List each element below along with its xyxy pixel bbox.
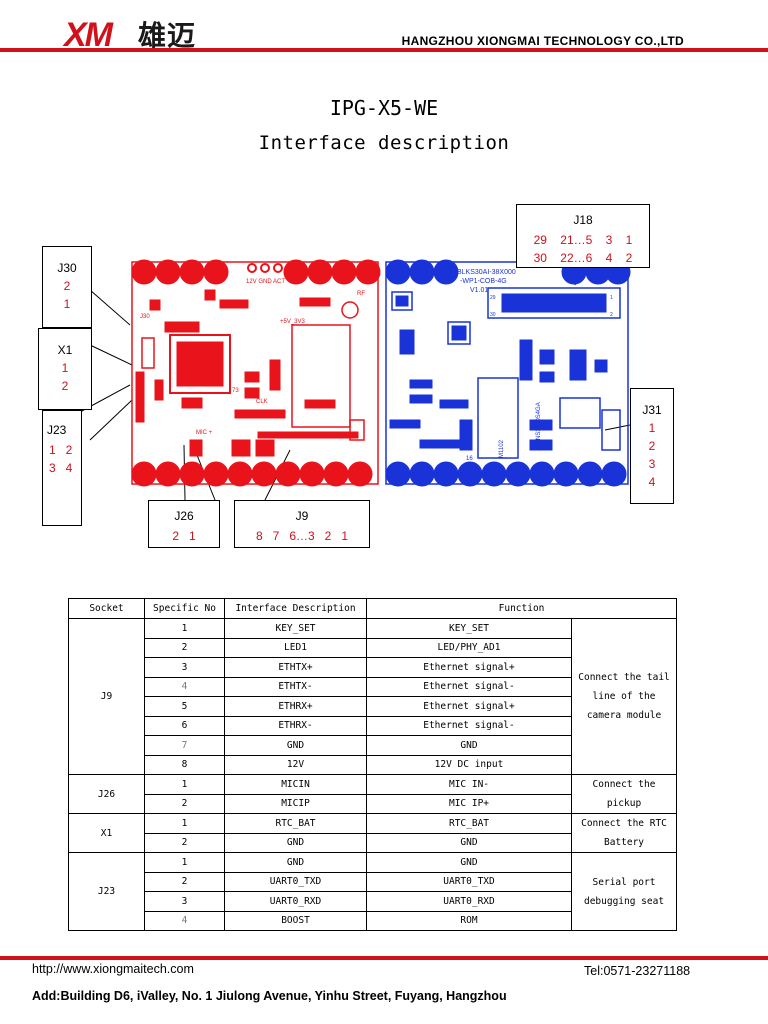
callout-j23: J23 1 2 3 4: [42, 410, 82, 526]
board-diagram: 12V GND ACT RF J30 +5V_3V3 MIC + 73 CLK …: [79, 259, 631, 501]
footer-tel: Tel:0571-23271188: [584, 964, 691, 978]
back-silk-m1102: M1102: [499, 439, 505, 458]
callout-j9: J9 8 7 6…3 2 1: [234, 500, 370, 548]
interface-table: Socket Specific No Interface Description…: [68, 598, 678, 931]
back-silk-30: 30: [490, 312, 496, 318]
function-cell: Connect the pickup: [570, 774, 678, 814]
table-row: X1 1 RTC_BAT RTC_BAT Connect the RTC Bat…: [68, 813, 678, 853]
header-rule: [0, 48, 768, 52]
header-socket: Socket: [68, 598, 145, 619]
back-silk-1: 1: [610, 295, 613, 301]
back-silk-label2: -WP1-COB-4G: [460, 278, 507, 285]
back-silk-29: 29: [490, 295, 496, 301]
footer-address: Add:Building D6, iValley, No. 1 Jiulong …: [32, 989, 507, 1003]
back-board: BLKS30AI-38X000 -WP1-COB-4G V1.01 29 30 …: [385, 259, 631, 487]
front-silk-73: 73: [232, 388, 239, 394]
front-silk-5v: +5V_3V3: [280, 319, 306, 325]
footer-rule: [0, 956, 768, 960]
company-name: HANGZHOU XIONGMAI TECHNOLOGY CO.,LTD: [401, 34, 684, 48]
logo-xm: XM: [64, 16, 113, 54]
table-row: J9 1 KEY_SET KEY_SET Connect the tail li…: [68, 618, 678, 775]
back-silk-label1: BLKS30AI-38X000: [457, 269, 516, 276]
socket-cell: X1: [68, 813, 145, 853]
table-row: J23 1 GND GND Serial port debugging seat: [68, 852, 678, 931]
front-silk-top: 12V GND ACT: [246, 279, 285, 285]
table-row: J26 1 MICIN MIC IN- Connect the pickup: [68, 774, 678, 814]
callout-j26: J26 2 1: [148, 500, 220, 548]
header-specific-no: Specific No: [144, 598, 225, 619]
function-cell: Connect the RTC Battery: [570, 813, 678, 853]
model-title: IPG-X5-WE: [329, 96, 439, 120]
back-silk-version: V1.01: [470, 287, 488, 294]
header-interface-description: Interface Description: [224, 598, 367, 619]
callout-j18: J18 29 21…5 3 1 30 22…6 4 2: [516, 204, 650, 268]
logo-chinese: 雄迈: [138, 19, 197, 52]
socket-cell: J23: [68, 852, 145, 931]
socket-cell: J26: [68, 774, 145, 814]
function-cell: Serial port debugging seat: [570, 852, 678, 931]
page-subtitle: Interface description: [258, 132, 510, 154]
front-board: 12V GND ACT RF J30 +5V_3V3 MIC + 73 CLK: [131, 259, 381, 487]
front-silk-j30: J30: [140, 314, 150, 320]
callout-j30: J30 2 1: [42, 246, 92, 328]
socket-cell: J9: [68, 618, 145, 775]
front-silk-mic: MIC +: [196, 430, 213, 436]
callout-x1: X1 1 2: [38, 328, 92, 410]
table-header-row: Socket Specific No Interface Description…: [68, 598, 678, 619]
back-silk-16: 16: [466, 456, 473, 462]
footer-url[interactable]: http://www.xiongmaitech.com: [32, 962, 194, 976]
front-silk-clk: CLK: [256, 399, 268, 405]
back-silk-2: 2: [610, 312, 613, 318]
header-function: Function: [365, 598, 678, 619]
callout-j31: J31 1 2 3 4: [630, 388, 674, 504]
back-silk-side: NS3330S4GA: [536, 402, 542, 440]
front-silk-rf: RF: [357, 291, 365, 297]
function-cell: Connect the tail line of the camera modu…: [570, 618, 678, 775]
